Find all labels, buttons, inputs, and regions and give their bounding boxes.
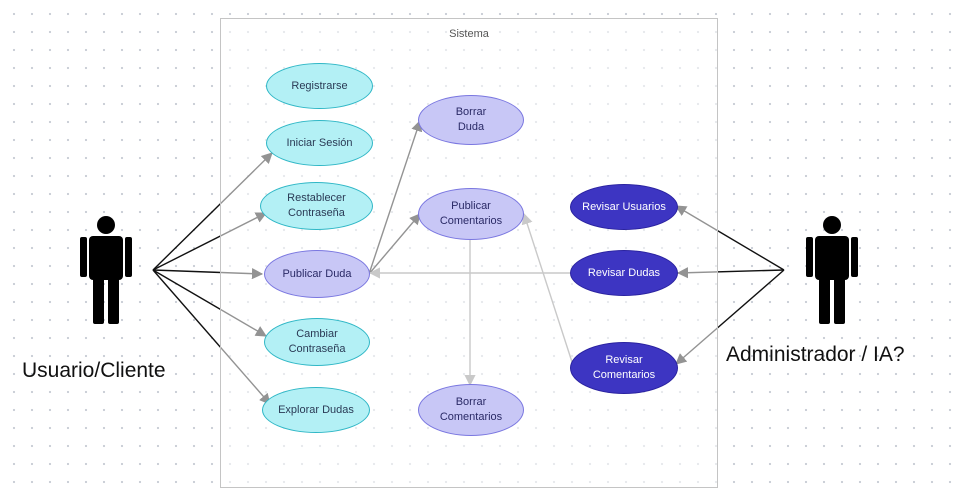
usecase-explorar-dudas[interactable]: Explorar Dudas xyxy=(262,387,370,433)
system-title: Sistema xyxy=(449,28,489,40)
user-actor-icon xyxy=(80,216,132,324)
user-actor-label: Usuario/Cliente xyxy=(22,359,166,382)
usecase-iniciar-sesion[interactable]: Iniciar Sesión xyxy=(266,120,373,166)
usecase-revisar-usuarios[interactable]: Revisar Usuarios xyxy=(570,184,678,230)
usecase-borrar-duda[interactable]: Borrar Duda xyxy=(418,95,524,145)
usecase-publicar-comentarios[interactable]: Publicar Comentarios xyxy=(418,188,524,240)
admin-actor-label: Administrador / IA? xyxy=(726,343,905,366)
usecase-registrarse[interactable]: Registrarse xyxy=(266,63,373,109)
usecase-revisar-dudas[interactable]: Revisar Dudas xyxy=(570,250,678,296)
admin-actor-icon xyxy=(806,216,858,324)
usecase-borrar-comentarios[interactable]: Borrar Comentarios xyxy=(418,384,524,436)
usecase-publicar-duda[interactable]: Publicar Duda xyxy=(264,250,370,298)
usecase-revisar-comentarios[interactable]: Revisar Comentarios xyxy=(570,342,678,394)
usecase-restablecer-contrasena[interactable]: Restablecer Contraseña xyxy=(260,182,373,230)
usecase-cambiar-contrasena[interactable]: Cambiar Contraseña xyxy=(264,318,370,366)
